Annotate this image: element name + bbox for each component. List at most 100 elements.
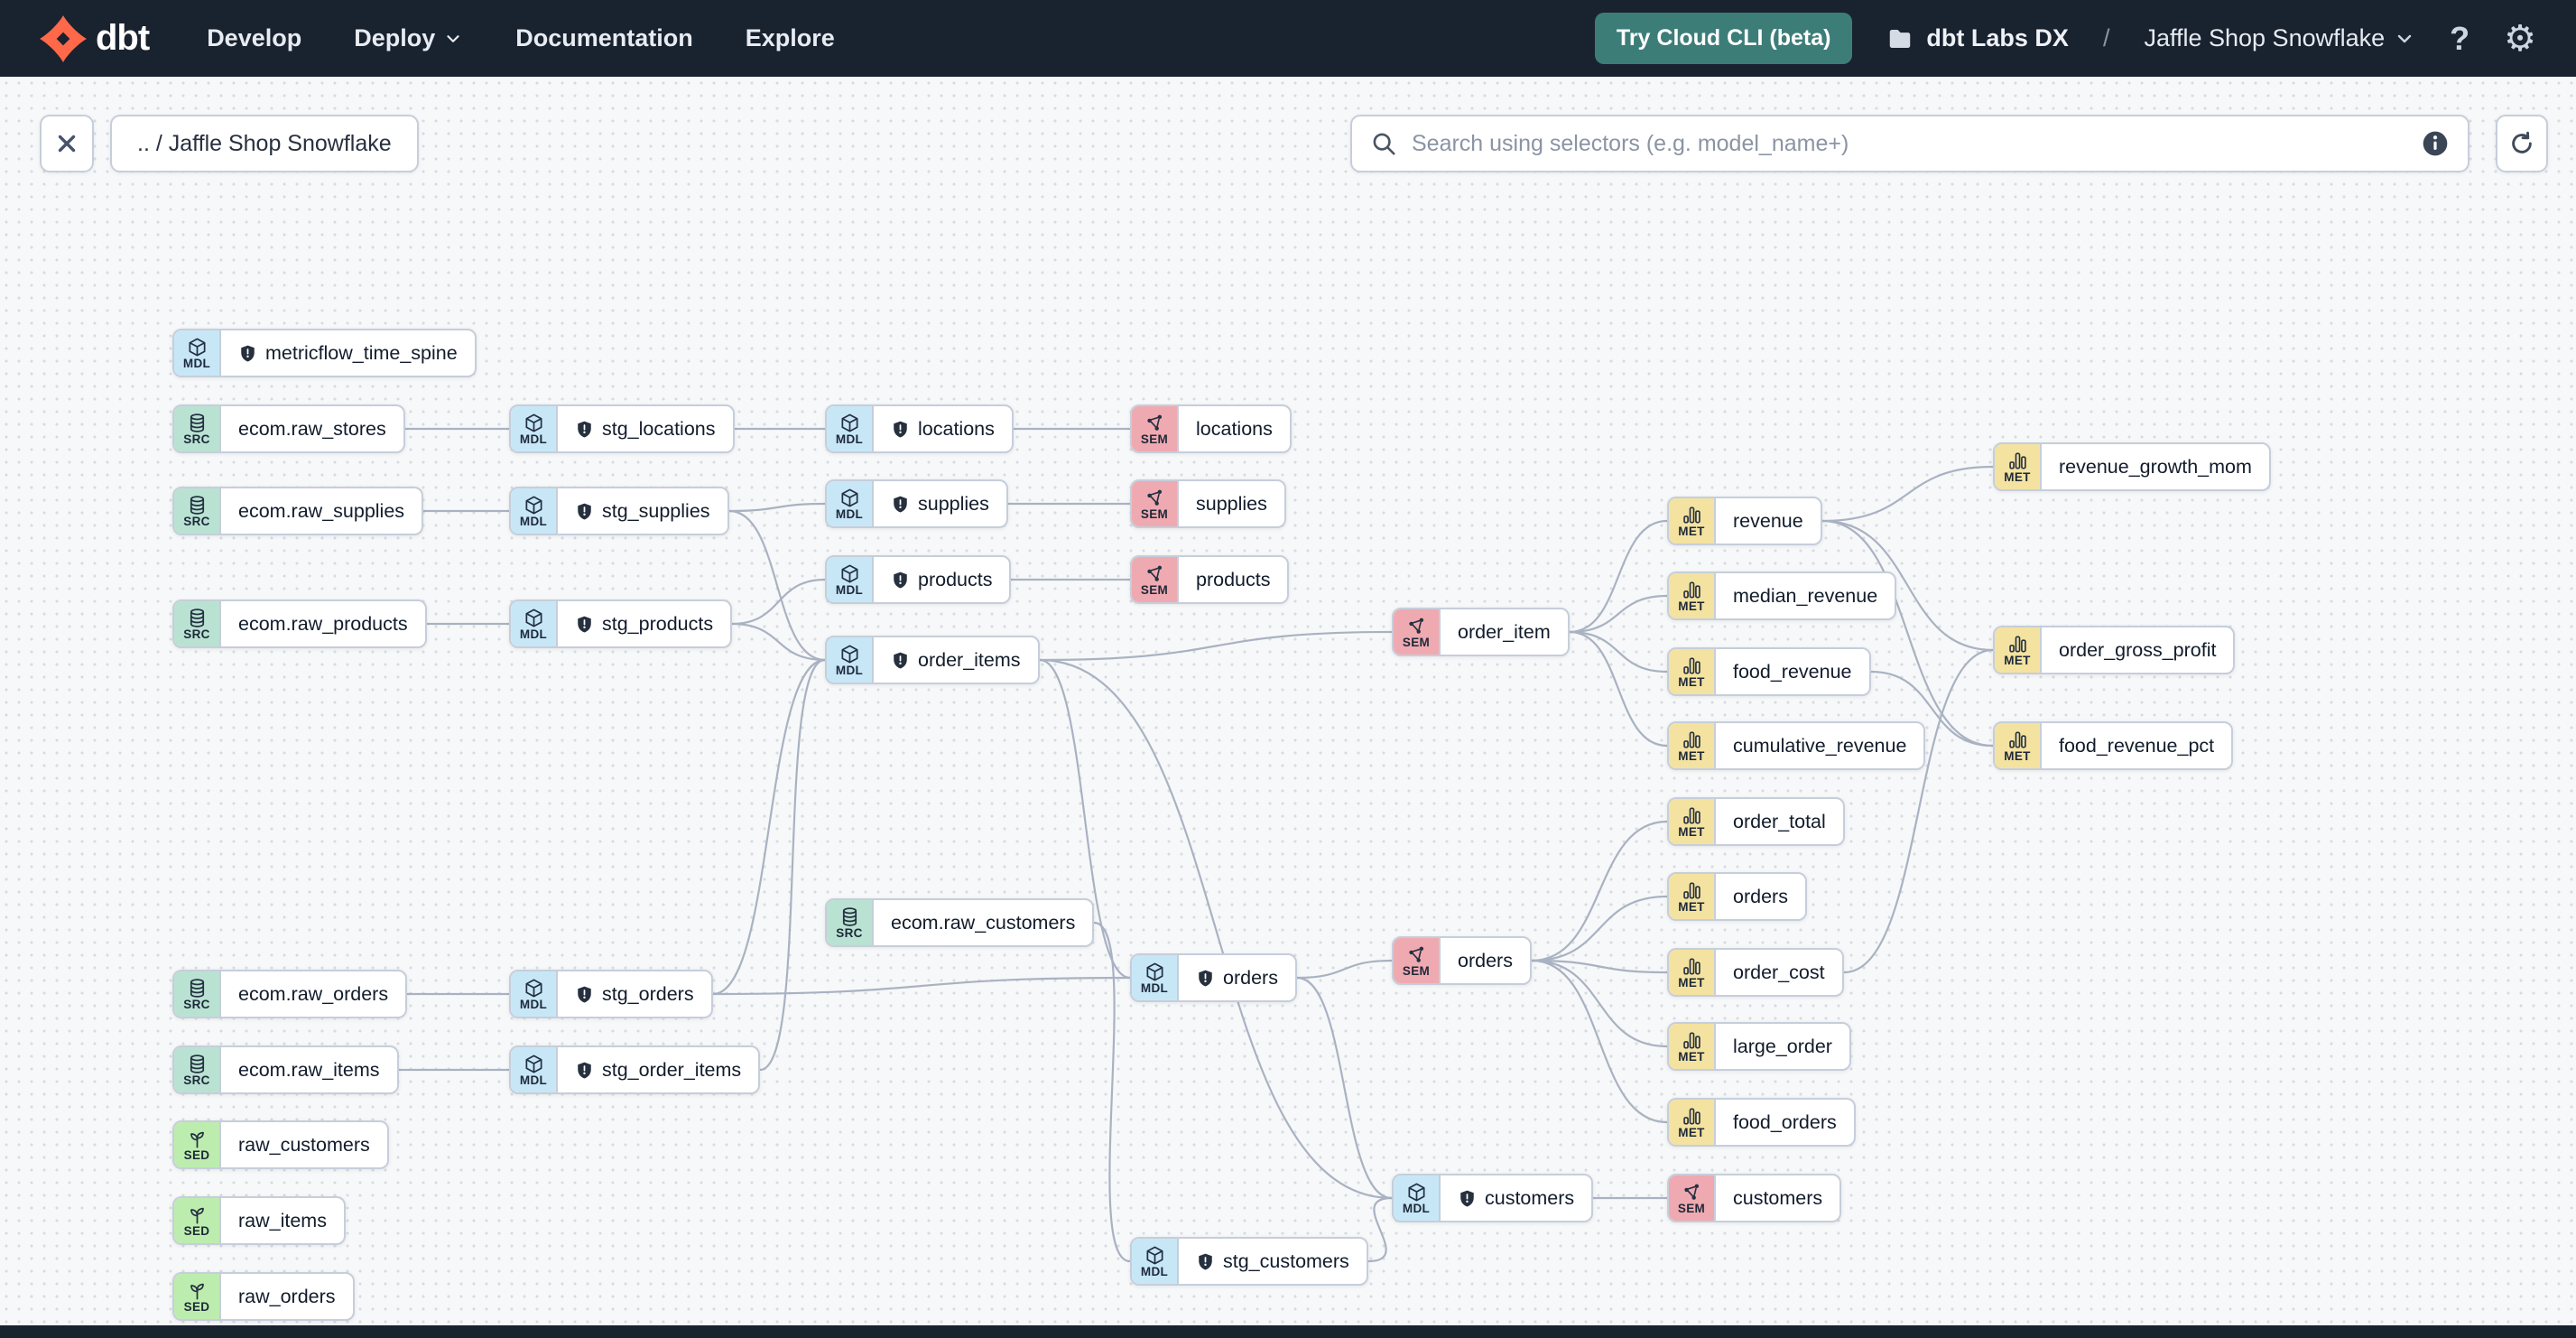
account-breadcrumb[interactable]: dbt Labs DX bbox=[1886, 24, 2069, 52]
cube-icon bbox=[839, 563, 860, 584]
node-label: food_revenue_pct bbox=[2059, 734, 2215, 757]
nav-deploy[interactable]: Deploy bbox=[354, 24, 463, 52]
refresh-button[interactable] bbox=[2496, 115, 2548, 172]
shield-icon bbox=[1196, 969, 1215, 988]
help-icon[interactable]: ? bbox=[2450, 19, 2470, 57]
try-cloud-cli-button[interactable]: Try Cloud CLI (beta) bbox=[1594, 13, 1853, 64]
node-label: raw_customers bbox=[238, 1133, 370, 1156]
nav-develop[interactable]: Develop bbox=[207, 24, 302, 51]
node-type-label: SED bbox=[183, 1299, 210, 1314]
database-icon bbox=[187, 608, 208, 628]
search-input[interactable] bbox=[1410, 129, 2408, 158]
nav-documentation[interactable]: Documentation bbox=[515, 24, 693, 51]
project-selector[interactable]: Jaffle Shop Snowflake bbox=[2144, 24, 2415, 52]
selector-search bbox=[1350, 115, 2469, 172]
node-label: order_gross_profit bbox=[2059, 638, 2217, 661]
metric-bars-icon bbox=[2007, 451, 2028, 471]
lineage-breadcrumb[interactable]: .. / Jaffle Shop Snowflake bbox=[110, 115, 419, 172]
brand-text: dbt bbox=[96, 18, 150, 58]
node-type-label: MET bbox=[1678, 824, 1705, 839]
bottom-window-edge bbox=[0, 1325, 2576, 1338]
info-icon[interactable] bbox=[2421, 129, 2450, 158]
node-type-badge: MET bbox=[1669, 799, 1716, 844]
gear-icon[interactable]: ⚙ bbox=[2504, 18, 2536, 59]
node-type-badge: SED bbox=[174, 1198, 221, 1243]
nav-explore[interactable]: Explore bbox=[745, 24, 835, 51]
cube-icon bbox=[839, 413, 860, 433]
node-label: orders bbox=[1458, 949, 1513, 971]
node-type-label: SEM bbox=[1140, 582, 1169, 597]
node-type-badge: SEM bbox=[1132, 557, 1179, 602]
node-type-badge: SEM bbox=[1132, 406, 1179, 451]
shield-icon bbox=[575, 615, 594, 634]
database-icon bbox=[187, 1054, 208, 1074]
node-type-label: MET bbox=[1678, 599, 1705, 613]
cube-icon bbox=[524, 608, 544, 628]
node-type-badge: MET bbox=[1669, 723, 1716, 768]
node-label: cumulative_revenue bbox=[1733, 734, 1907, 757]
node-type-label: SRC bbox=[183, 627, 210, 641]
node-type-badge: SRC bbox=[174, 601, 221, 646]
node-type-badge: MET bbox=[1669, 1100, 1716, 1145]
node-type-label: SEM bbox=[1677, 1201, 1706, 1215]
node-type-label: MDL bbox=[519, 432, 548, 446]
node-type-badge: MET bbox=[1995, 444, 2042, 489]
node-type-label: MET bbox=[1678, 975, 1705, 990]
metric-bars-icon bbox=[1682, 956, 1702, 977]
node-label: locations bbox=[874, 406, 1012, 451]
shield-icon bbox=[891, 651, 910, 670]
semantic-graph-icon bbox=[1682, 1182, 1702, 1203]
node-type-label: MET bbox=[1678, 1049, 1705, 1064]
chevron-down-icon bbox=[447, 34, 459, 42]
lineage-canvas[interactable]: .. / Jaffle Shop Snowflake MDLmetricflow… bbox=[0, 77, 2576, 1325]
shield-icon bbox=[891, 571, 910, 590]
lineage-node-cumulative_revenue[interactable]: MET cumulative_revenue bbox=[1667, 721, 1926, 770]
cube-icon bbox=[839, 644, 860, 664]
dbt-logo[interactable]: dbt bbox=[40, 14, 150, 62]
close-lineage-button[interactable] bbox=[40, 115, 94, 172]
node-type-label: SRC bbox=[183, 997, 210, 1011]
node-type-badge: MDL bbox=[511, 971, 558, 1017]
node-type-badge: MET bbox=[1669, 573, 1716, 618]
node-type-badge: SEM bbox=[1669, 1175, 1716, 1221]
